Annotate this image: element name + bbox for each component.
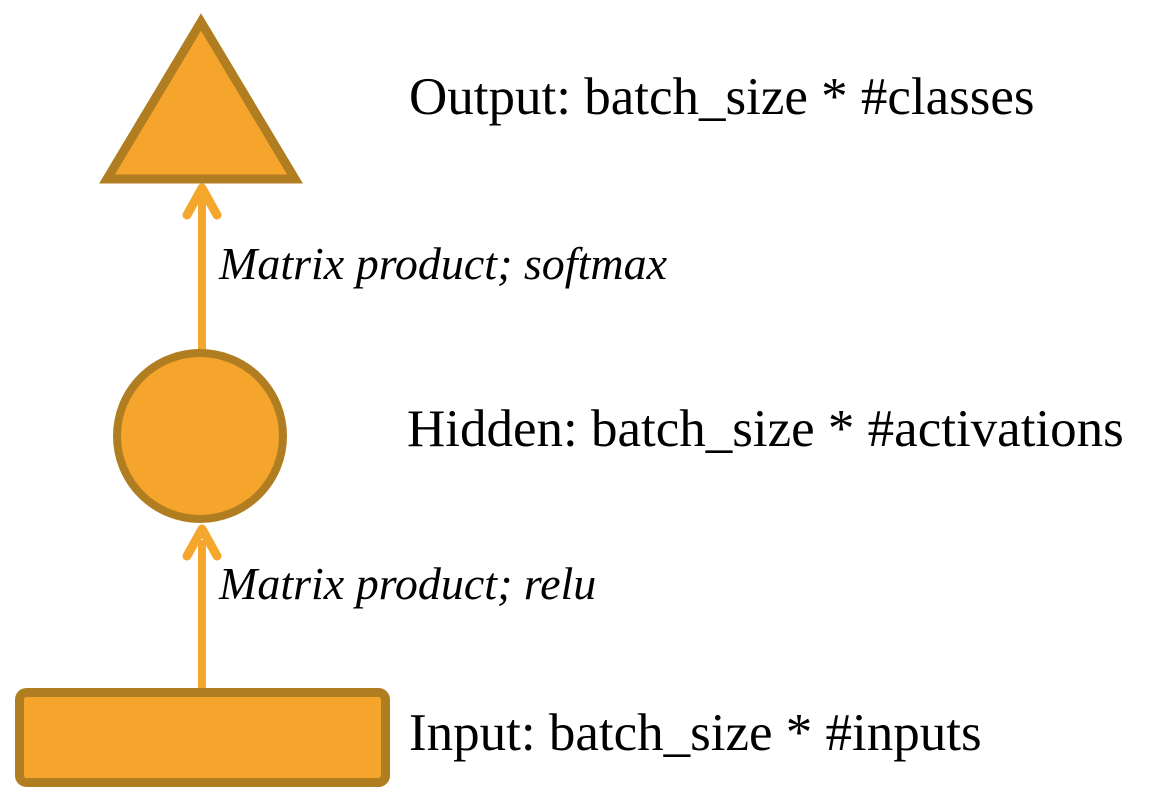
edge-arrow-relu — [182, 524, 222, 692]
edge-label-relu: Matrix product; relu — [219, 558, 597, 609]
arrow-head-icon — [182, 183, 222, 220]
edge-label-softmax: Matrix product; softmax — [219, 238, 668, 289]
edge-arrow-softmax — [182, 183, 222, 350]
hidden-circle-shape — [113, 349, 287, 523]
input-node-label: Input: batch_size * #inputs — [409, 704, 982, 762]
output-triangle-shape — [99, 13, 303, 184]
hidden-node-label: Hidden: batch_size * #activations — [407, 400, 1124, 458]
arrow-head-icon — [182, 524, 222, 561]
output-node-label: Output: batch_size * #classes — [409, 68, 1035, 126]
input-rect-shape — [15, 688, 390, 787]
